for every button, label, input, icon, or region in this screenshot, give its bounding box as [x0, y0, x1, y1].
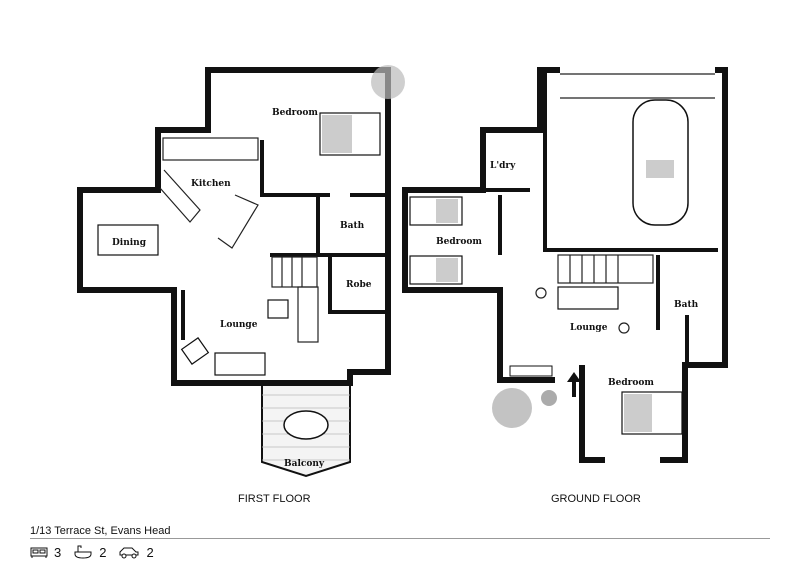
ground-floor-plan: L'dry Bedroom Lounge Bath Bedroom [402, 67, 728, 463]
bedroom-count: 3 [54, 544, 62, 560]
room-label: Dining [112, 238, 147, 248]
room-label: Lounge [220, 320, 258, 330]
room-label: L'dry [490, 161, 516, 171]
first-floor-plan: Bedroom Kitchen Dining Bath Robe Lounge … [77, 65, 405, 478]
stairs [271, 256, 319, 343]
room-label: Bath [340, 221, 365, 231]
room-label: Balcony [284, 459, 325, 469]
sofa [214, 352, 266, 376]
tree-icon [492, 388, 532, 428]
ground-floor-outer-wall [402, 67, 560, 383]
room-label: Bedroom [436, 237, 482, 247]
property-address: 1/13 Terrace St, Evans Head [30, 525, 171, 537]
car-space-count: 2 [146, 544, 154, 560]
car-icon [119, 547, 139, 559]
sofa [557, 286, 619, 310]
balcony-table [283, 410, 329, 440]
room-label: Robe [346, 280, 372, 290]
kitchen-bench [159, 169, 201, 223]
room-label: Kitchen [191, 179, 231, 189]
property-features: 3 2 2 [30, 544, 154, 560]
bed-icon [30, 547, 48, 558]
stairs [557, 254, 654, 284]
tree-icon [371, 65, 405, 99]
bath-icon [74, 545, 92, 559]
room-label: Lounge [570, 323, 608, 333]
first-floor-outer-wall [77, 67, 391, 386]
room-label: Bedroom [608, 378, 654, 388]
dining-table [97, 224, 159, 256]
kitchen-island [217, 194, 259, 249]
first-floor-title: FIRST FLOOR [238, 493, 311, 505]
room-label: Bedroom [272, 108, 318, 118]
entry-arrow-icon [567, 372, 581, 397]
room-label: Bath [674, 300, 699, 310]
divider [30, 538, 770, 539]
ground-floor-title: GROUND FLOOR [551, 493, 641, 505]
bathroom-count: 2 [99, 544, 107, 560]
